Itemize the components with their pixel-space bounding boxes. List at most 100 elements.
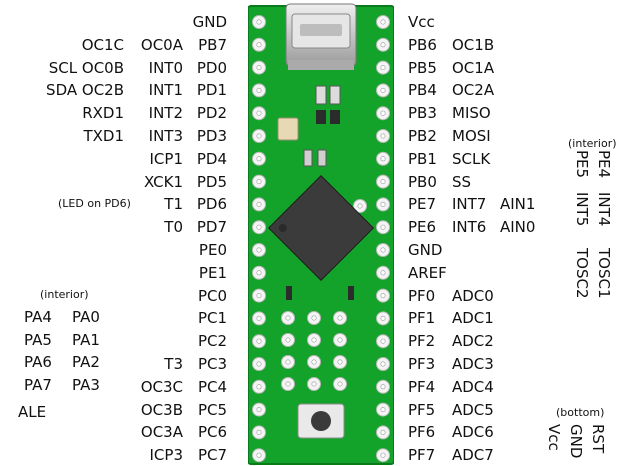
left-pin-name: PD3 bbox=[196, 127, 227, 145]
right-pin-pad-hole bbox=[380, 293, 386, 299]
left-pin-alt-function: OC3C bbox=[140, 377, 183, 396]
right-pin-alt-function: MISO bbox=[452, 104, 491, 123]
left-pin-name: PD1 bbox=[196, 81, 227, 100]
left-pin-name: PC7 bbox=[197, 446, 227, 465]
right-pin-name: PB5 bbox=[408, 58, 437, 77]
right-pin-pad-hole bbox=[380, 384, 386, 390]
right-pin-pad-hole bbox=[380, 87, 386, 93]
left-pin-pad-hole bbox=[256, 338, 262, 344]
interior-pin-pad-hole bbox=[311, 337, 317, 343]
left-pin-alt-function: INT1 bbox=[148, 81, 183, 100]
right-pin-alt-function: ADC7 bbox=[452, 446, 494, 465]
smd-components bbox=[277, 85, 354, 300]
right-pin-pad-hole bbox=[380, 224, 386, 230]
interior-right-pin-label: TOSC2 bbox=[573, 248, 591, 299]
interior-pin-label: PA1 bbox=[72, 330, 100, 349]
interior-right-pin-label: INT4 bbox=[595, 192, 613, 227]
left-pin-alt-function: T3 bbox=[164, 355, 183, 373]
left-pin-name: PC0 bbox=[197, 286, 227, 305]
right-pin-alt-function: INT7 bbox=[452, 195, 487, 214]
right-pin-pad-hole bbox=[380, 19, 386, 25]
interior-pin-pad-hole bbox=[285, 337, 291, 343]
interior-pin-pad-hole bbox=[285, 359, 291, 365]
reset-button[interactable] bbox=[297, 403, 345, 439]
left-pin-name: PC5 bbox=[197, 400, 227, 419]
interior-right-pin-label: PE4 bbox=[595, 150, 613, 179]
left-pin-pad-hole bbox=[256, 452, 262, 458]
left-pin-pad-hole bbox=[256, 361, 262, 367]
interior-pin-label: PA5 bbox=[24, 330, 52, 349]
left-pin-pad-hole bbox=[256, 179, 262, 185]
right-pin-name: PE7 bbox=[408, 195, 437, 214]
left-pin-alt-function: OC3B bbox=[140, 400, 183, 419]
left-pin-pad-hole bbox=[256, 156, 262, 162]
interior-pin-pad-hole bbox=[337, 315, 343, 321]
right-pin-pad-hole bbox=[380, 407, 386, 413]
right-pin-alt-function: ADC5 bbox=[452, 400, 494, 419]
interior-right-pin-label: INT5 bbox=[573, 192, 591, 227]
interior-pin-pad-hole bbox=[311, 315, 317, 321]
right-pin-pad-hole bbox=[380, 201, 386, 207]
left-pad-column bbox=[252, 15, 266, 463]
right-pin-pad-hole bbox=[380, 429, 386, 435]
left-pin-pad-hole bbox=[256, 429, 262, 435]
left-pin-pad-hole bbox=[256, 65, 262, 71]
interior-pin-pad-hole bbox=[337, 359, 343, 365]
left-pin-alt-function: ICP1 bbox=[149, 149, 184, 168]
right-pin-pad-hole bbox=[380, 179, 386, 185]
bottom-header-pin-label: RST bbox=[589, 424, 607, 454]
right-pin-alt-function: INT6 bbox=[452, 218, 487, 237]
right-pin-name: PF7 bbox=[408, 446, 436, 465]
left-pin-alt-function: T1 bbox=[164, 195, 183, 214]
right-pin-pad-hole bbox=[380, 270, 386, 276]
microcontroller-chip bbox=[267, 174, 375, 282]
interior-pin-label: PA7 bbox=[24, 375, 52, 394]
right-pin-name: PB4 bbox=[408, 81, 437, 100]
bottom-heading: (bottom) bbox=[556, 406, 605, 419]
bottom-header-pin-label: GND bbox=[567, 424, 585, 459]
right-pin-alt-function: SS bbox=[452, 172, 472, 191]
left-pin-alt-function: TXD1 bbox=[83, 127, 124, 145]
left-pin-name: PC2 bbox=[197, 332, 227, 351]
right-pin-alt-function: ADC1 bbox=[452, 309, 494, 328]
bottom-header-pin-label: Vcc bbox=[545, 424, 563, 451]
right-pin-pad-hole bbox=[380, 452, 386, 458]
right-pin-alt-function: ADC6 bbox=[452, 423, 494, 442]
right-pin-pad-hole bbox=[380, 133, 386, 139]
right-pin-alt-function: AIN0 bbox=[500, 218, 536, 237]
right-pin-name: PF2 bbox=[408, 332, 436, 351]
interior-pin-pad-hole bbox=[337, 337, 343, 343]
interior-right-pin-label: TOSC1 bbox=[595, 248, 613, 299]
right-pin-pad-hole bbox=[380, 156, 386, 162]
right-pin-name: PE6 bbox=[408, 218, 437, 237]
interior-pin-label: PA6 bbox=[24, 353, 52, 371]
right-pin-name: PB2 bbox=[408, 127, 437, 145]
right-pin-pad-hole bbox=[380, 315, 386, 321]
interior-pin-pad-hole bbox=[357, 203, 363, 209]
left-pin-name: PE1 bbox=[198, 263, 227, 282]
left-pin-pad-hole bbox=[256, 110, 262, 116]
right-pin-pad-hole bbox=[380, 65, 386, 71]
left-pin-pad-hole bbox=[256, 293, 262, 299]
right-pin-name: PF6 bbox=[408, 423, 436, 442]
left-pin-name: PB7 bbox=[198, 35, 227, 54]
left-pin-name: PD6 bbox=[196, 195, 227, 214]
right-pin-name: PF0 bbox=[408, 286, 436, 305]
left-pin-pad-hole bbox=[256, 247, 262, 253]
left-pin-pad-hole bbox=[256, 315, 262, 321]
usb-connector[interactable] bbox=[285, 3, 357, 70]
left-pin-name: PD0 bbox=[196, 58, 227, 77]
right-pin-alt-function: ADC0 bbox=[452, 286, 494, 305]
right-pin-pad-hole bbox=[380, 247, 386, 253]
interior-pin-label: PA3 bbox=[72, 375, 100, 394]
interior-pin-label: PA2 bbox=[72, 353, 100, 371]
right-pin-name: GND bbox=[408, 241, 443, 259]
left-pin-pad-hole bbox=[256, 133, 262, 139]
right-pin-name: PB3 bbox=[408, 104, 437, 123]
left-pin-name: GND bbox=[192, 13, 227, 31]
right-pin-pad-hole bbox=[380, 338, 386, 344]
left-pin-alt-function: OC1C bbox=[81, 35, 124, 54]
left-pin-pad-hole bbox=[256, 42, 262, 48]
right-pin-alt-function: OC1B bbox=[452, 35, 495, 54]
ale-label: ALE bbox=[18, 403, 47, 421]
